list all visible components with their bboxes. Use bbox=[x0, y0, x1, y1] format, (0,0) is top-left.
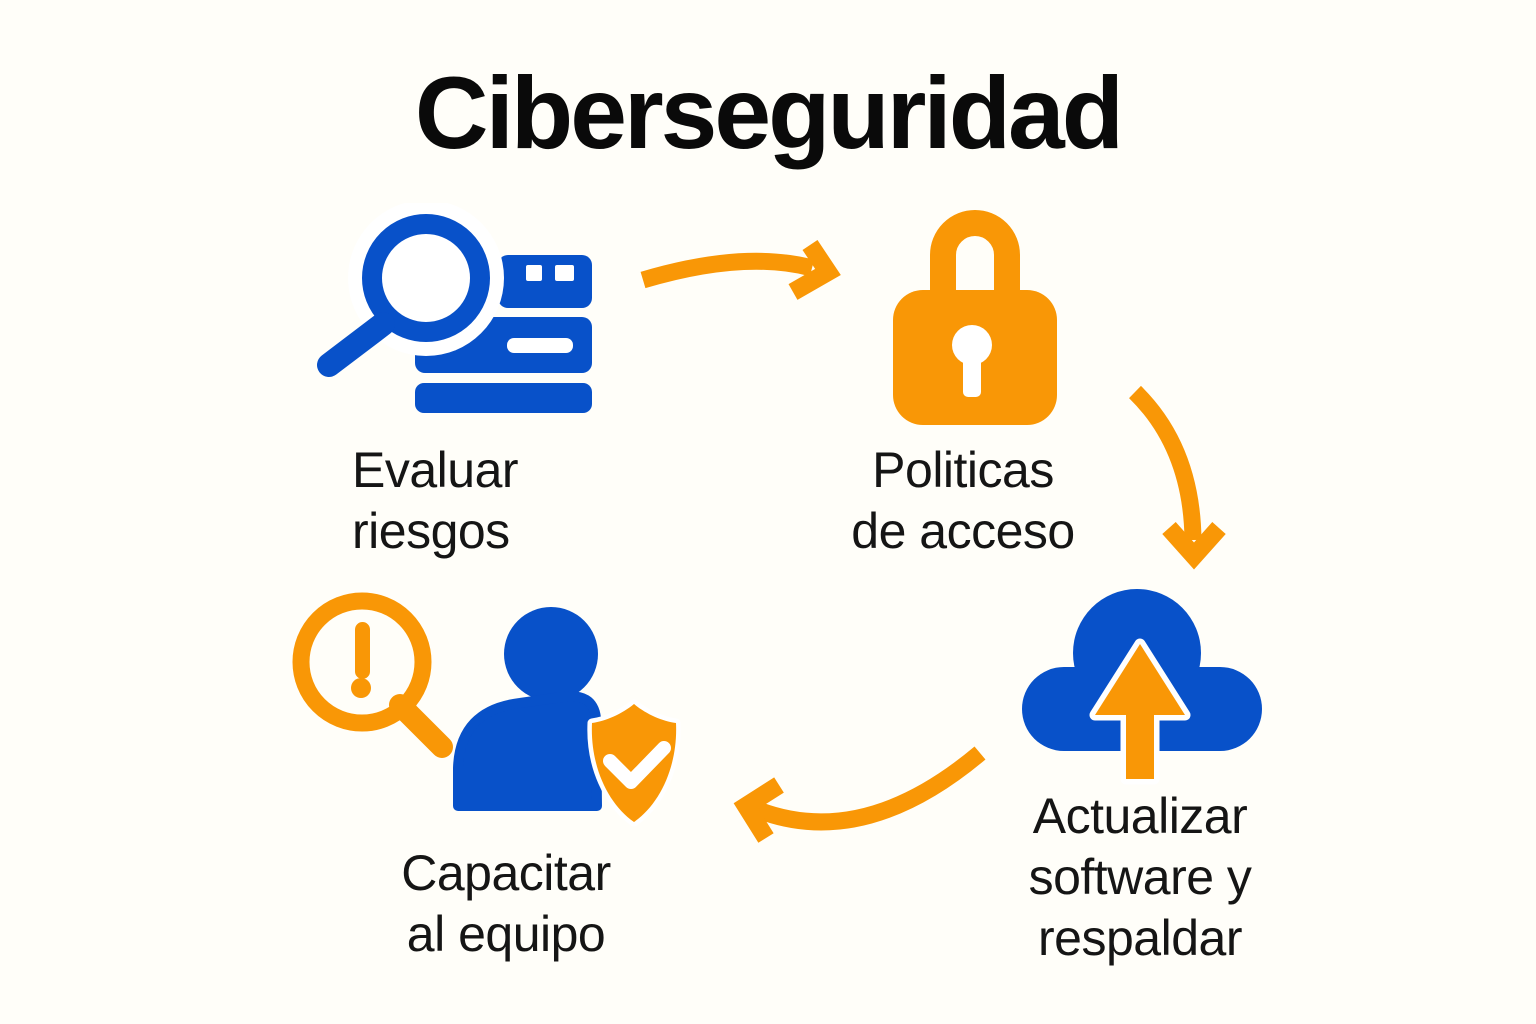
step-label-capacitar-al-equipo: Capacitar al equipo bbox=[401, 845, 611, 962]
user-shield-icon bbox=[453, 607, 681, 827]
alert-search-icon bbox=[292, 592, 453, 758]
cloud-upload-icon bbox=[1022, 589, 1262, 785]
search-server-icon bbox=[317, 203, 592, 413]
step-label-actualizar-software-respaldar: Actualizar software y respaldar bbox=[1028, 788, 1252, 966]
checkmark-icon bbox=[603, 741, 671, 789]
page-title: Ciberseguridad bbox=[414, 56, 1124, 170]
step-label-evaluar-riesgos: Evaluar riesgos bbox=[352, 442, 519, 559]
arrow-evaluar-to-politicas-icon bbox=[640, 240, 841, 300]
padlock-icon bbox=[893, 210, 1057, 425]
arrow-politicas-to-actualizar-icon bbox=[1128, 385, 1226, 570]
step-label-politicas-de-acceso: Politicas de acceso bbox=[851, 442, 1075, 559]
arrow-actualizar-to-capacitar-icon bbox=[733, 746, 986, 843]
